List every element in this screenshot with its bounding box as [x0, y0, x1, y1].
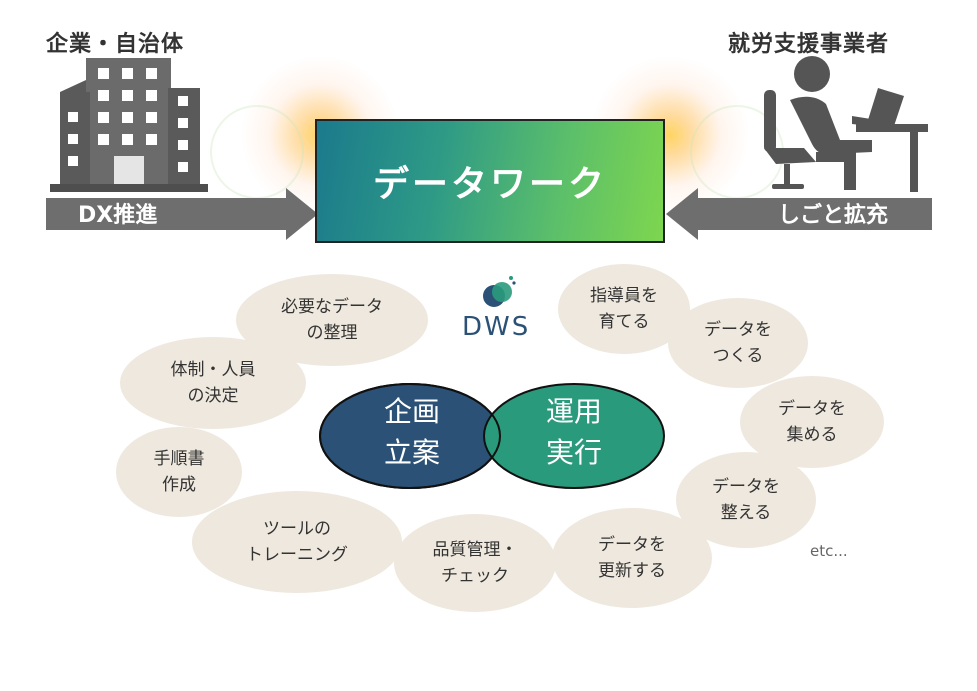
- venn-plan-line2: 立案: [383, 435, 440, 469]
- arrow-right-left-side: [46, 188, 318, 240]
- task-line: データを: [704, 319, 772, 340]
- task-line: 整える: [720, 503, 772, 523]
- worker-at-desk-icon: [764, 56, 928, 192]
- venn-operate-line1: 運用: [545, 395, 602, 428]
- task-line: 集める: [786, 425, 838, 445]
- flare-ring-left: [210, 105, 304, 199]
- task-line: 品質管理・: [432, 539, 518, 560]
- task-bubble-quality-check: 品質管理・ チェック: [394, 514, 556, 612]
- dws-logo-text: DWS: [462, 312, 531, 342]
- task-line: 育てる: [598, 312, 650, 332]
- data-work-box: データワーク: [315, 119, 665, 243]
- task-line: データを: [778, 398, 846, 419]
- task-bubble-create-data: データを つくる: [668, 298, 808, 388]
- task-bubble-arrange-data: データを 整える: [676, 452, 816, 548]
- dx-promotion-label: DX推進: [78, 203, 158, 228]
- task-line: 必要なデータ: [281, 296, 383, 317]
- venn-diagram: [319, 383, 665, 489]
- task-bubble-manual: 手順書 作成: [116, 427, 242, 517]
- task-line: 更新する: [598, 561, 666, 581]
- task-line: トレーニング: [246, 545, 348, 565]
- task-line: の決定: [187, 386, 239, 406]
- task-line: データを: [598, 534, 666, 555]
- task-line: ツールの: [263, 518, 331, 539]
- task-line: 指導員を: [590, 285, 658, 306]
- task-line: の整理: [306, 323, 358, 343]
- right-party-label: 就労支援事業者: [728, 32, 890, 57]
- arrow-left-right-side: [666, 188, 932, 240]
- etc-label: etc...: [810, 542, 848, 560]
- task-line: チェック: [441, 566, 509, 586]
- venn-operate-line2: 実行: [545, 435, 602, 469]
- task-line: 作成: [162, 475, 196, 495]
- task-line: 手順書: [153, 448, 205, 469]
- dws-logo-mark-icon: [483, 276, 516, 307]
- task-bubble-train-instructors: 指導員を 育てる: [558, 264, 690, 354]
- task-line: つくる: [712, 346, 764, 366]
- venn-operate-circle: [483, 383, 665, 489]
- task-bubble-collect-data: データを 集める: [740, 376, 884, 468]
- task-line: データを: [712, 476, 780, 497]
- task-bubble-staffing: 体制・人員 の決定: [120, 337, 306, 429]
- venn-operate-label: 運用 実行: [524, 392, 624, 473]
- venn-plan-label: 企画 立案: [362, 392, 462, 473]
- office-building-icon: [50, 58, 208, 192]
- task-line: 体制・人員: [170, 359, 256, 380]
- data-work-title: データワーク: [372, 164, 607, 205]
- venn-plan-line1: 企画: [383, 395, 440, 428]
- task-bubble-tool-training: ツールの トレーニング: [192, 491, 402, 593]
- left-party-label: 企業・自治体: [46, 32, 185, 57]
- job-expansion-label: しごと拡充: [778, 203, 889, 228]
